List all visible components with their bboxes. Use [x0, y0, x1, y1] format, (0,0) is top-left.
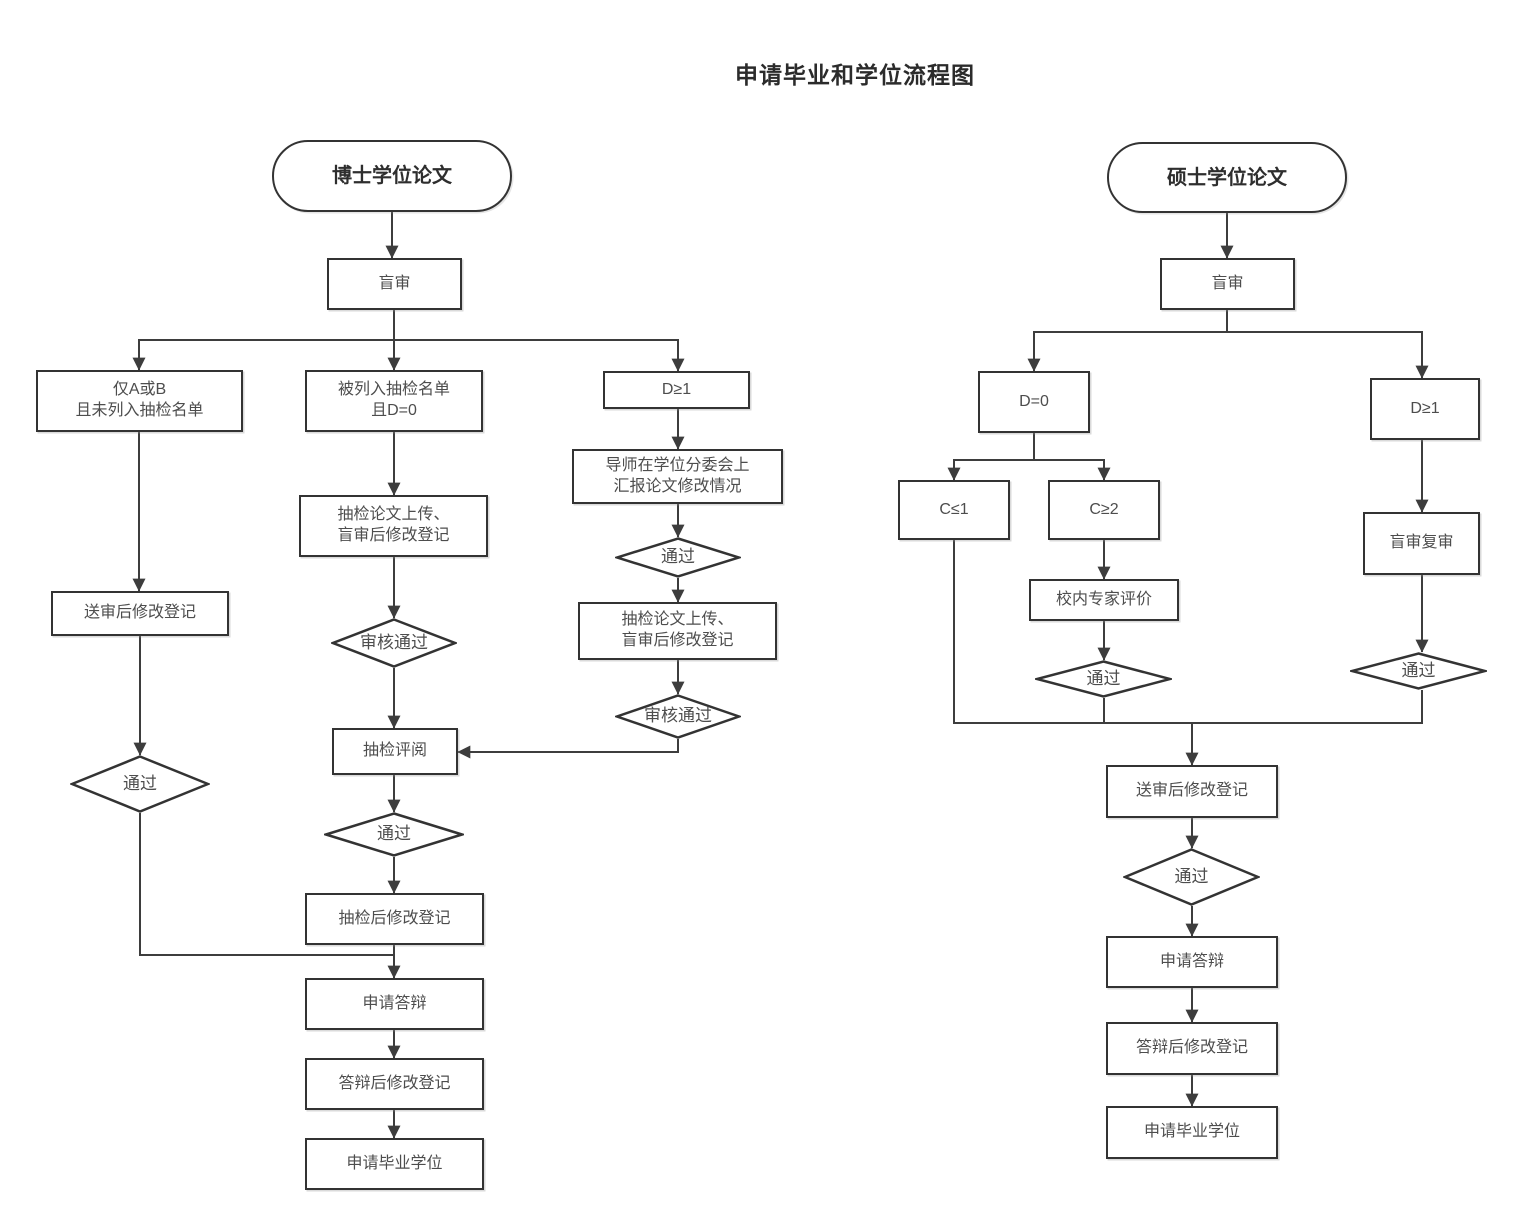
doctoral-after-spot-reg-label: 抽检后修改登记: [338, 909, 451, 927]
master-c-le-1: C≤1: [898, 480, 1010, 540]
doctoral-supervisor-report-label: 导师在学位分委会上 汇报论文修改情况: [605, 456, 750, 495]
master-after-defense-reg: 答辩后修改登记: [1106, 1022, 1278, 1075]
doctoral-spot-check-review-label: 抽检评阅: [362, 742, 427, 760]
master-d0-label: D=0: [1019, 392, 1049, 410]
master-pass: 通过: [1123, 848, 1260, 906]
doctoral-listed-d0: 被列入抽检名单 且D=0: [305, 370, 483, 432]
doctoral-listed-d0-label: 被列入抽检名单 且D=0: [337, 381, 450, 419]
master-blind-recheck-label: 盲审复审: [1389, 534, 1454, 552]
flow-connector: [947, 433, 1035, 481]
doctoral-after-defense-reg: 答辩后修改登记: [305, 1058, 484, 1110]
flow-connector: [1192, 690, 1423, 724]
master-start: 硕士学位论文: [1107, 142, 1347, 213]
doctoral-blind-review: 盲审: [327, 258, 462, 310]
doctoral-start: 博士学位论文: [272, 140, 512, 212]
doctoral-send-review-reg: 送审后修改登记: [51, 591, 229, 636]
doctoral-audit-pass-right-label: 审核通过: [644, 706, 712, 726]
decision-diamond-shape: [331, 618, 457, 668]
master-blind-review-label: 盲审: [1211, 274, 1244, 292]
master-apply-defense: 申请答辩: [1106, 936, 1278, 988]
master-c-ge-2: C≥2: [1048, 480, 1160, 540]
flow-connector: [1226, 310, 1429, 379]
doctoral-only-a-or-b: 仅A或B 且未列入抽检名单: [36, 370, 243, 432]
decision-diamond-shape: [615, 694, 741, 739]
doctoral-pass-mid: 通过: [324, 812, 464, 857]
doctoral-upload-after-blind: 抽检论文上传、 盲审后修改登记: [299, 495, 488, 557]
doctoral-d-ge-1: D≥1: [603, 371, 750, 409]
flow-connector: [132, 310, 395, 371]
flow-connector: [457, 739, 679, 759]
master-d0: D=0: [978, 371, 1090, 433]
decision-diamond-shape: [1350, 652, 1487, 690]
master-blind-review: 盲审: [1160, 258, 1295, 310]
doctoral-audit-pass-right: 审核通过: [615, 694, 741, 739]
doctoral-d-ge-1-label: D≥1: [661, 380, 692, 398]
master-pass-d1-label: 通过: [1401, 660, 1436, 680]
doctoral-pass-mid-label: 通过: [377, 824, 411, 844]
doctoral-audit-pass-mid: 审核通过: [331, 618, 457, 668]
doctoral-apply-defense: 申请答辩: [305, 978, 484, 1030]
flow-connector: [1027, 310, 1228, 372]
master-pass-d1: 通过: [1350, 652, 1487, 690]
master-blind-recheck: 盲审复审: [1363, 512, 1480, 575]
master-pass-label: 通过: [1174, 866, 1209, 886]
master-d-ge-1-label: D≥1: [1410, 399, 1440, 417]
master-c-le-1-label: C≤1: [939, 500, 969, 518]
master-c-ge-2-label: C≥2: [1089, 500, 1119, 518]
decision-diamond-shape: [615, 537, 741, 578]
master-apply-degree-label: 申请毕业学位: [1143, 1123, 1240, 1141]
doctoral-pass-after-report: 通过: [615, 537, 741, 578]
doctoral-pass-left: 通过: [70, 755, 210, 813]
master-after-defense-reg-label: 答辩后修改登记: [1135, 1039, 1248, 1057]
doctoral-apply-defense-label: 申请答辩: [362, 994, 427, 1012]
doctoral-upload-after-blind-2: 抽检论文上传、 盲审后修改登记: [578, 602, 777, 660]
master-pass-c2-label: 通过: [1086, 668, 1121, 688]
master-expert-eval: 校内专家评价: [1029, 579, 1179, 621]
doctoral-send-review-reg-label: 送审后修改登记: [83, 604, 196, 622]
doctoral-pass-left-label: 通过: [123, 773, 157, 793]
doctoral-after-defense-reg-label: 答辩后修改登记: [338, 1074, 451, 1092]
doctoral-after-spot-reg: 抽检后修改登记: [305, 893, 484, 945]
doctoral-apply-degree: 申请毕业学位: [305, 1138, 484, 1190]
master-send-review-reg: 送审后修改登记: [1106, 765, 1278, 818]
doctoral-spot-check-review: 抽检评阅: [332, 728, 458, 775]
decision-diamond-shape: [70, 755, 210, 813]
doctoral-pass-after-report-label: 通过: [661, 547, 695, 567]
doctoral-start-label: 博士学位论文: [332, 165, 452, 187]
master-send-review-reg-label: 送审后修改登记: [1135, 782, 1248, 800]
doctoral-blind-review-label: 盲审: [378, 274, 411, 292]
doctoral-apply-degree-label: 申请毕业学位: [346, 1154, 443, 1172]
flow-connector: [393, 310, 685, 372]
flow-connector: [1033, 433, 1111, 481]
doctoral-supervisor-report: 导师在学位分委会上 汇报论文修改情况: [572, 449, 783, 504]
master-apply-defense-label: 申请答辩: [1159, 952, 1224, 970]
master-expert-eval-label: 校内专家评价: [1055, 590, 1152, 608]
doctoral-only-a-or-b-label: 仅A或B 且未列入抽检名单: [75, 381, 204, 419]
doctoral-audit-pass-mid-label: 审核通过: [360, 632, 428, 652]
master-start-label: 硕士学位论文: [1167, 166, 1287, 189]
doctoral-upload-after-blind-2-label: 抽检论文上传、 盲审后修改登记: [621, 611, 734, 649]
doctoral-upload-after-blind-label: 抽检论文上传、 盲审后修改登记: [337, 506, 450, 544]
decision-diamond-shape: [1123, 848, 1260, 906]
page-title: 申请毕业和学位流程图: [735, 62, 975, 88]
master-pass-c2: 通过: [1035, 660, 1172, 698]
master-apply-degree: 申请毕业学位: [1106, 1106, 1278, 1159]
master-d-ge-1: D≥1: [1370, 378, 1480, 440]
